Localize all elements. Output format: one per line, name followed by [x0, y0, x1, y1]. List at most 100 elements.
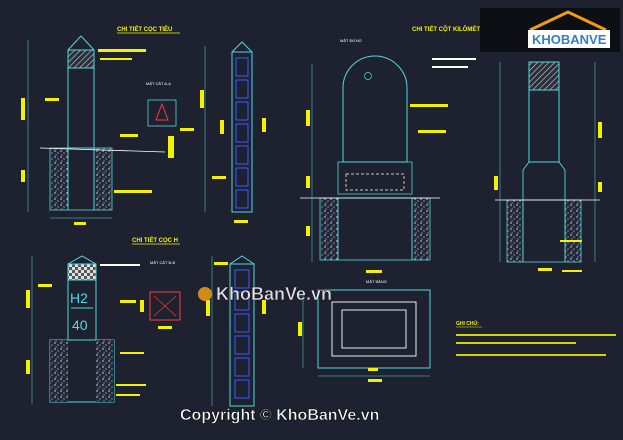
plan-mid	[331, 301, 417, 357]
dim-label	[598, 122, 602, 138]
h-elevation-cap	[229, 255, 255, 265]
dim-label	[21, 170, 25, 182]
footing-concrete-left	[49, 147, 69, 211]
leader-note	[98, 49, 146, 52]
logo-badge	[528, 30, 610, 48]
h-stirrups	[234, 269, 250, 399]
dim-label	[220, 120, 224, 134]
km-post-base-dash	[345, 173, 405, 191]
title-km-post: CHI TIẾT CỘT KILÔMÉT	[412, 25, 480, 33]
section-aa-rebar	[155, 102, 169, 121]
section-aa-slab	[168, 136, 174, 158]
leader-note	[410, 104, 448, 107]
title-h-post: CHI TIẾT CỌC H	[132, 237, 178, 244]
detail-marker-post: CHI TIẾT CỌC TIÊU MẶT CẮT A-A	[21, 25, 266, 225]
plan-view: MẶT BẰNG	[298, 279, 431, 382]
dim-label	[262, 300, 266, 314]
h-footing-conc-left	[50, 340, 68, 402]
km-side-top-hatch	[528, 61, 560, 91]
stirrups	[235, 57, 249, 209]
dim-label	[26, 290, 30, 308]
km-side-base	[522, 161, 566, 201]
leader-note	[562, 270, 582, 272]
notes-line	[456, 334, 616, 336]
leader-note	[180, 128, 194, 131]
notes-line	[456, 354, 606, 356]
label-section-bb: MẶT CẮT B-B	[150, 260, 176, 265]
label-section-aa: MẶT CẮT A-A	[146, 81, 171, 86]
leader-note	[114, 190, 152, 193]
section-bb-box	[149, 291, 181, 321]
km-footing-right	[411, 197, 431, 261]
watermark-center-icon	[198, 287, 212, 301]
dim-label	[262, 118, 266, 132]
post-marking-top: H2	[70, 290, 88, 306]
elevation-post	[231, 51, 253, 213]
leader-note	[432, 58, 476, 60]
post-shaft	[67, 67, 95, 149]
logo-house-icon	[529, 10, 607, 32]
leader-note	[100, 58, 132, 60]
leader-note	[120, 352, 144, 354]
notes-block: GHI CHÚ:	[456, 320, 616, 356]
watermark-center-group: KhoBanVe.vn	[198, 284, 332, 304]
title-marker-post: CHI TIẾT CỌC TIÊU	[117, 25, 172, 33]
dim-label	[368, 368, 378, 371]
dim-label	[212, 176, 226, 179]
detail-h-post: CHI TIẾT CỌC H H2 40 MẶT CẮT B-B	[26, 237, 266, 407]
dim-label	[45, 98, 59, 101]
km-side-core	[522, 199, 566, 263]
footing-core	[67, 147, 95, 211]
leader-note	[116, 394, 140, 396]
dim-label	[140, 300, 144, 312]
dim-label	[21, 98, 25, 120]
dim-label	[74, 222, 86, 225]
leader-note	[418, 130, 446, 133]
km-footing-left	[319, 197, 339, 261]
h-elevation-post	[229, 263, 255, 407]
dim-label	[494, 176, 498, 190]
km-post-front	[342, 55, 408, 163]
leader-note	[100, 264, 140, 266]
section-bb-rebar	[153, 295, 177, 317]
label-plan-view: MẶT BẰNG	[366, 279, 387, 284]
leader-note	[120, 134, 138, 137]
post-cap-hatch	[67, 49, 95, 69]
watermark-center: KhoBanVe.vn	[216, 284, 332, 304]
section-aa-box	[147, 99, 177, 127]
logo-text: KHOBANVE	[532, 32, 607, 47]
km-post-base	[337, 161, 413, 195]
notes-line	[456, 342, 576, 344]
dim-label	[200, 90, 204, 108]
plan-inner	[341, 309, 407, 349]
dim-label	[298, 322, 302, 336]
km-footing-core	[337, 197, 413, 261]
dim-label	[306, 110, 310, 126]
elevation-cap	[231, 41, 253, 53]
leader-note	[116, 384, 146, 386]
notes-heading: GHI CHÚ:	[456, 320, 479, 327]
leader-note	[432, 66, 468, 68]
brand-logo: KHOBANVE	[480, 8, 620, 52]
dim-label	[158, 326, 172, 329]
footing-concrete-right	[93, 147, 113, 211]
dim-label	[538, 268, 552, 271]
dim-label	[234, 220, 248, 223]
detail-km-post: CHI TIẾT CỘT KILÔMÉT MẶT ĐỨNG	[300, 25, 602, 273]
dim-label	[306, 226, 310, 236]
km-post-circle	[364, 72, 372, 80]
km-side-footing-left	[506, 199, 524, 263]
dim-label	[598, 182, 602, 192]
ground-line	[39, 147, 166, 153]
dim-label	[214, 262, 228, 265]
label-front-view: MẶT ĐỨNG	[340, 38, 362, 43]
dim-label	[306, 176, 310, 188]
dim-label	[38, 284, 52, 287]
leader-note	[560, 240, 582, 242]
dim-label	[366, 270, 382, 273]
dim-label	[368, 379, 382, 382]
dim-label	[26, 360, 30, 374]
post-cap	[67, 35, 95, 51]
